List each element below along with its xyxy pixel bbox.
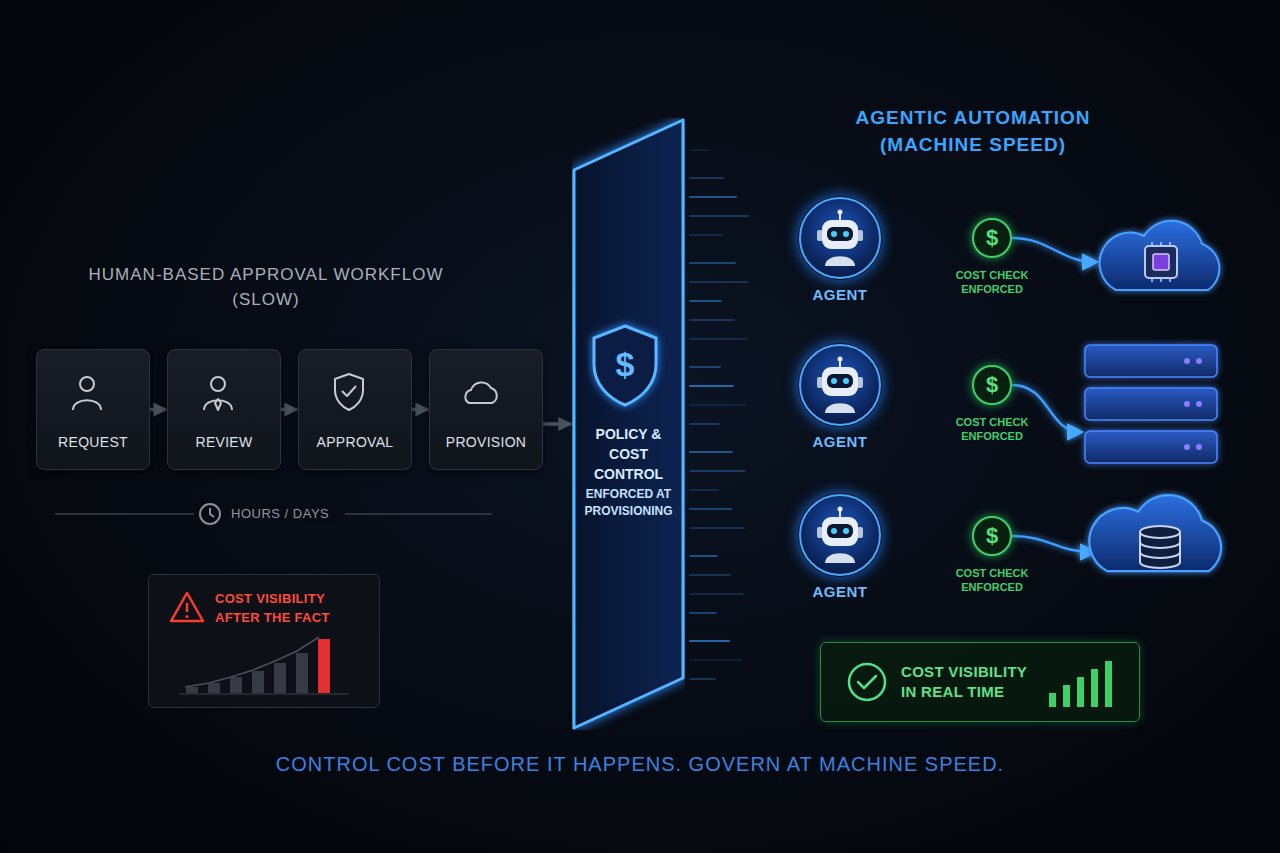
dollar-symbol-holder: $ <box>974 225 1010 251</box>
dollar-symbol-holder: $ <box>974 372 1010 398</box>
process-box: PROVISION <box>429 349 543 470</box>
panel-heading: POLICY & COST CONTROL <box>576 424 681 484</box>
check-label: COST CHECK ENFORCED <box>952 268 1032 296</box>
status-box: COST VISIBILITY IN REAL TIME <box>820 642 1140 722</box>
shield-symbol: $ <box>594 344 656 384</box>
caption-holder: CONTROL COST BEFORE IT HAPPENS. GOVERN A… <box>0 753 1280 776</box>
policy-panel: $ POLICY & COST CONTROLENFORCED AT PROVIS… <box>572 118 685 730</box>
agent-node: AGENT <box>790 493 890 605</box>
step-label: REVIEW <box>168 434 280 450</box>
compute-cloud <box>1100 221 1220 290</box>
connector <box>882 535 971 538</box>
check-circle: $ <box>972 218 1012 258</box>
cost-check: $ COST CHECK ENFORCED <box>937 516 1047 596</box>
warning-text: COST VISIBILITY AFTER THE FACT <box>215 589 355 627</box>
status-text-holder: COST VISIBILITY IN REAL TIME <box>901 662 1041 702</box>
panel-note: ENFORCED AT PROVISIONING <box>576 486 681 520</box>
dollar-symbol-holder: $ <box>974 523 1010 549</box>
agent-label: AGENT <box>790 433 890 450</box>
connector <box>150 408 166 412</box>
connector <box>412 408 428 412</box>
check-label-holder: COST CHECK ENFORCED <box>952 268 1032 296</box>
check-label: COST CHECK ENFORCED <box>952 566 1032 594</box>
step-label-holder: REVIEW <box>168 434 280 450</box>
clock-icon <box>200 504 220 524</box>
status-text: COST VISIBILITY IN REAL TIME <box>901 662 1041 702</box>
duration-label-holder: HOURS / DAYS <box>228 506 340 522</box>
agent-label-holder: AGENT <box>790 286 890 303</box>
check-label: COST CHECK ENFORCED <box>952 415 1032 443</box>
duration-label: HOURS / DAYS <box>228 506 340 522</box>
connector <box>685 534 797 537</box>
agent-circle <box>798 196 882 280</box>
agent-node: AGENT <box>790 343 890 455</box>
panel-glow-streaks <box>690 150 749 679</box>
robot-icon <box>798 493 882 577</box>
cost-check: $ COST CHECK ENFORCED <box>937 218 1047 298</box>
step-label: REQUEST <box>37 434 149 450</box>
dollar-symbol: $ <box>974 372 1010 398</box>
warning-box: COST VISIBILITY AFTER THE FACT <box>148 574 380 708</box>
connector <box>882 237 971 240</box>
step-icon <box>327 370 371 414</box>
caption: CONTROL COST BEFORE IT HAPPENS. GOVERN A… <box>0 753 1280 776</box>
dollar-symbol: $ <box>974 225 1010 251</box>
agent-label-holder: AGENT <box>790 433 890 450</box>
robot-icon <box>798 196 882 280</box>
section-heading: HUMAN-BASED APPROVAL WORKFLOW (SLOW) <box>66 262 466 312</box>
check-label-holder: COST CHECK ENFORCED <box>952 566 1032 594</box>
connector <box>281 408 297 412</box>
agent-circle <box>798 343 882 427</box>
step-label-holder: APPROVAL <box>299 434 411 450</box>
connector <box>882 384 971 387</box>
panel-slab <box>572 118 685 730</box>
section-heading: AGENTIC AUTOMATION (MACHINE SPEED) <box>823 104 1123 158</box>
shield-symbol-holder: $ <box>594 344 656 384</box>
panel-note-holder: ENFORCED AT PROVISIONING <box>576 486 681 520</box>
process-box: REVIEW <box>167 349 281 470</box>
dollar-symbol: $ <box>974 523 1010 549</box>
connector <box>543 422 571 426</box>
step-icon <box>65 370 109 414</box>
step-label-holder: PROVISION <box>430 434 542 450</box>
agent-label: AGENT <box>790 286 890 303</box>
step-label: PROVISION <box>430 434 542 450</box>
database-cloud <box>1089 495 1221 571</box>
step-icon <box>458 370 502 414</box>
agent-label-holder: AGENT <box>790 583 890 600</box>
step-label-holder: REQUEST <box>37 434 149 450</box>
cost-check-link <box>1012 238 1096 552</box>
check-label-holder: COST CHECK ENFORCED <box>952 415 1032 443</box>
check-circle: $ <box>972 365 1012 405</box>
panel-heading-holder: POLICY & COST CONTROL <box>576 424 681 484</box>
robot-icon <box>798 343 882 427</box>
step-label: APPROVAL <box>299 434 411 450</box>
step-icon <box>196 370 240 414</box>
check-circle: $ <box>972 516 1012 556</box>
agent-circle <box>798 493 882 577</box>
process-box: APPROVAL <box>298 349 412 470</box>
connector <box>685 237 797 240</box>
process-box: REQUEST <box>36 349 150 470</box>
server-stack <box>1085 345 1217 463</box>
section-heading-holder: AGENTIC AUTOMATION (MACHINE SPEED) <box>823 104 1123 158</box>
cost-check: $ COST CHECK ENFORCED <box>937 365 1047 445</box>
section-heading-holder: HUMAN-BASED APPROVAL WORKFLOW (SLOW) <box>66 262 466 312</box>
connector <box>685 384 797 387</box>
warning-text-holder: COST VISIBILITY AFTER THE FACT <box>215 589 355 627</box>
agent-node: AGENT <box>790 196 890 308</box>
agent-label: AGENT <box>790 583 890 600</box>
